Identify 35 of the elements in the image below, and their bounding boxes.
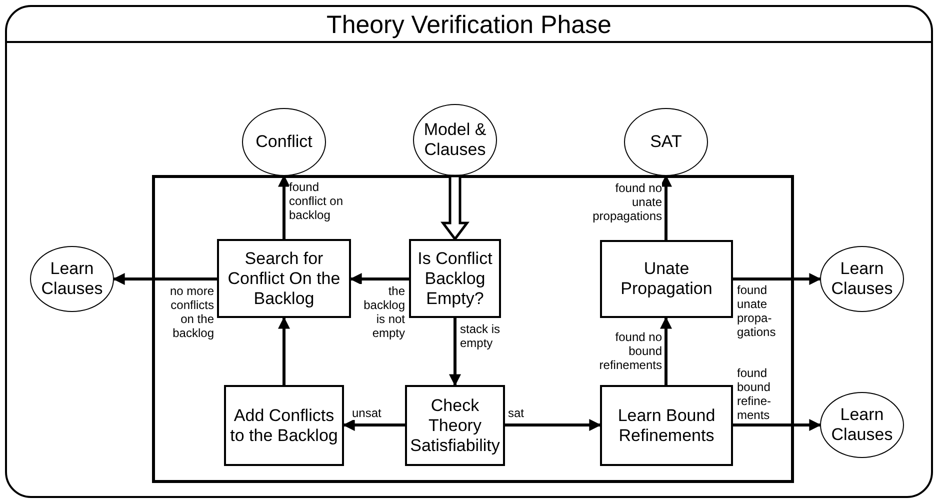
node-label: Add Conflicts to the Backlog xyxy=(229,406,339,446)
terminal-ellipse xyxy=(820,392,904,458)
node-label: Model & Clauses xyxy=(422,120,488,160)
node-label: SAT xyxy=(650,132,682,152)
arrow xyxy=(660,316,672,385)
process-box xyxy=(405,385,505,466)
node-label: Unate Propagation xyxy=(620,259,714,299)
arrow xyxy=(733,273,822,285)
terminal-ellipse xyxy=(30,246,114,312)
terminal-ellipse xyxy=(820,246,904,312)
arrow xyxy=(342,419,405,431)
arrow xyxy=(449,318,461,386)
node-label: Conflict xyxy=(256,132,312,152)
node-label: Learn Clauses xyxy=(830,405,894,445)
node-label: Learn Bound Refinements xyxy=(616,406,716,446)
process-box xyxy=(409,239,501,318)
node-label: Search for Conflict On the Backlog xyxy=(226,248,342,308)
node-label: Is Conflict Backlog Empty? xyxy=(416,248,494,308)
node-label: Learn Clauses xyxy=(40,259,104,299)
hollow-arrow xyxy=(440,174,470,242)
arrow xyxy=(733,419,822,431)
node-label: Check Theory Satisfiability xyxy=(409,396,501,456)
process-box xyxy=(600,240,733,318)
terminal-ellipse xyxy=(242,108,326,176)
phase-title: Theory Verification Phase xyxy=(326,10,612,40)
process-box xyxy=(600,385,733,466)
terminal-ellipse xyxy=(624,108,708,176)
arrow xyxy=(350,273,409,285)
arrow xyxy=(278,316,290,385)
process-frame xyxy=(152,175,794,483)
node-label: Learn Clauses xyxy=(830,259,894,299)
arrow xyxy=(505,419,602,431)
arrow xyxy=(112,273,217,285)
process-box xyxy=(217,239,351,318)
process-box xyxy=(224,385,344,466)
